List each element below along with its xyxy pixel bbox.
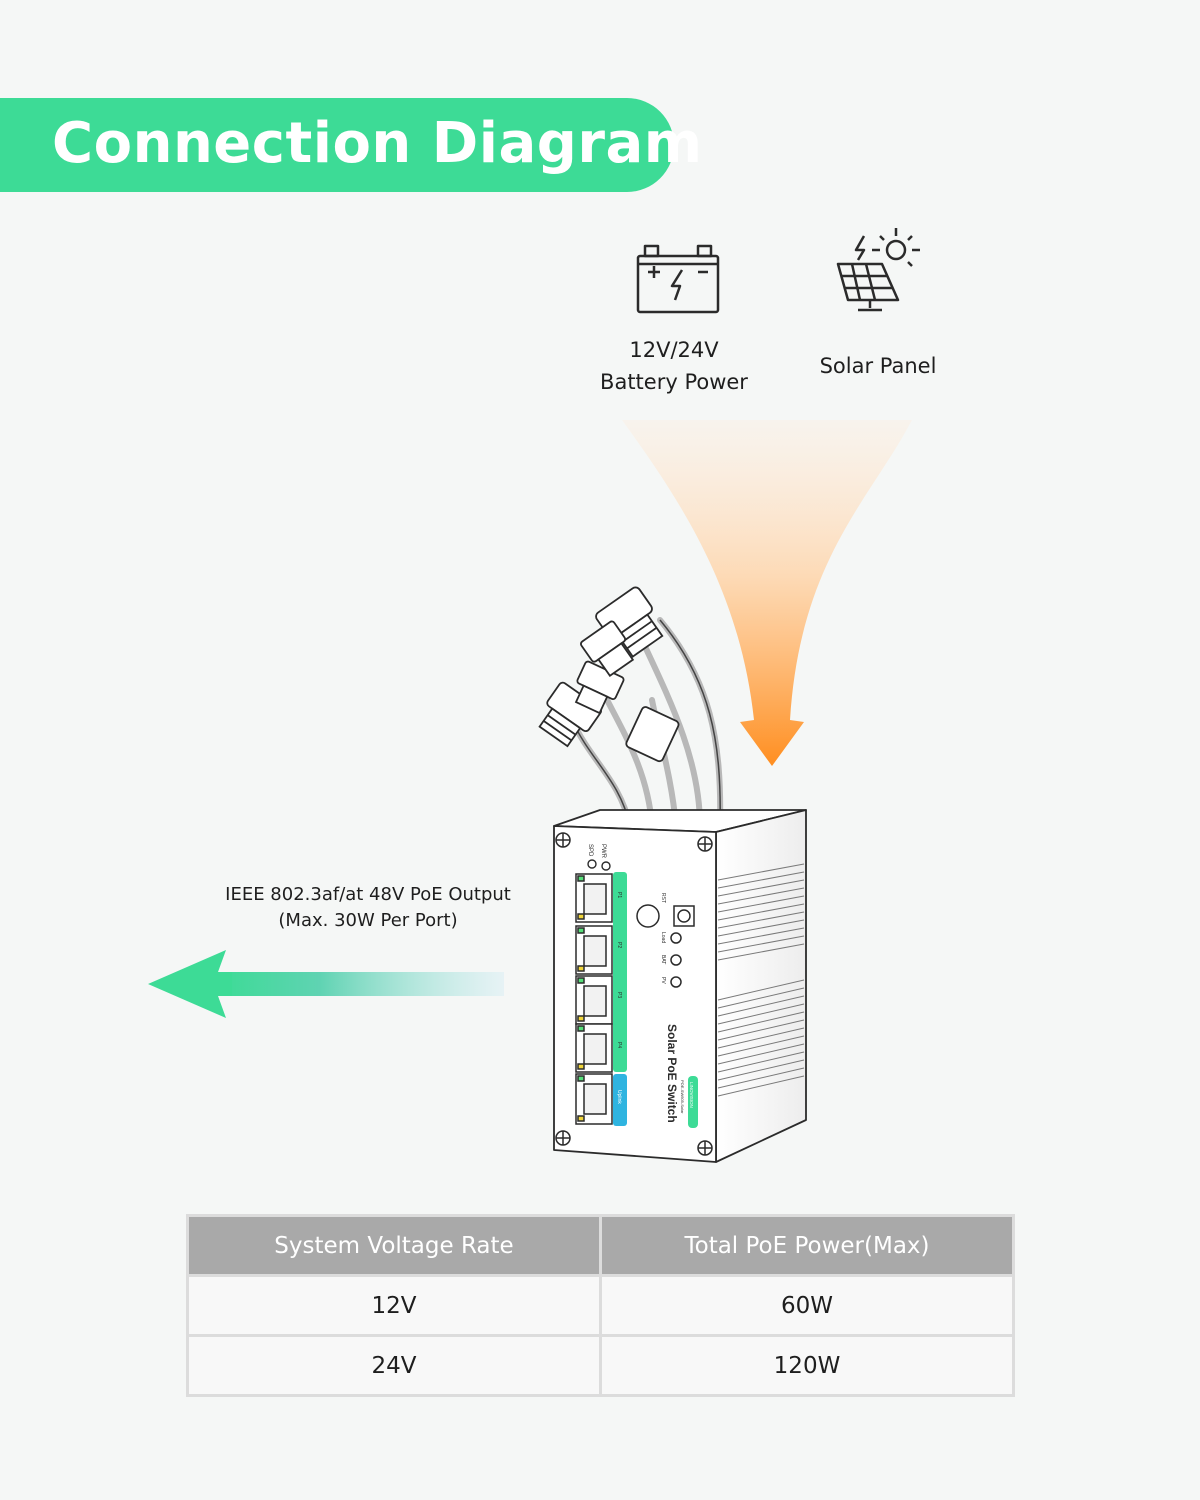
battery-power-label: 12V/24V Battery Power <box>574 334 774 398</box>
poe-output-label: IEEE 802.3af/at 48V PoE Output (Max. 30W… <box>208 882 528 934</box>
table-header-row: System Voltage Rate Total PoE Power(Max) <box>186 1214 1015 1277</box>
solar-poe-switch-device <box>553 809 807 1163</box>
indicator-spd: SPD <box>587 844 593 857</box>
cable-connectors <box>538 586 680 763</box>
device-name: Solar PoE Switch <box>665 1024 679 1123</box>
battery-voltage: 12V/24V <box>629 338 719 362</box>
port-p2: P2 <box>616 942 622 948</box>
reset-label: RST <box>660 893 666 903</box>
poe-port-strip <box>613 872 627 1072</box>
brand-badge <box>688 1076 698 1128</box>
power-input-arrow <box>622 420 912 766</box>
title-banner: Connection Diagram <box>0 98 702 192</box>
led-pv: PV <box>660 977 666 984</box>
power-spec-table: System Voltage Rate Total PoE Power(Max)… <box>186 1214 1015 1397</box>
port-p3: P3 <box>616 992 622 998</box>
led-load: Load <box>660 932 666 943</box>
battery-icon <box>636 244 720 314</box>
uplink-port-strip <box>613 1074 627 1126</box>
port-p4: P4 <box>616 1042 622 1048</box>
port-uplink: Uplink <box>616 1090 622 1104</box>
battery-text: Battery Power <box>600 370 748 394</box>
device-model: POE-SW605-Solar <box>680 1080 685 1114</box>
poe-output-standard: IEEE 802.3af/at 48V PoE Output <box>225 884 511 905</box>
cell-power: 120W <box>599 1334 1015 1397</box>
ethernet-ports <box>575 873 613 1125</box>
table-row: 12V 60W <box>186 1274 1015 1337</box>
cell-voltage: 12V <box>186 1274 602 1337</box>
solar-panel-label: Solar Panel <box>819 354 937 378</box>
indicator-pwr: PWR <box>600 844 606 859</box>
port-p1: P1 <box>616 892 622 898</box>
header-voltage: System Voltage Rate <box>186 1214 602 1277</box>
brand-label: LINOVISION <box>689 1082 694 1108</box>
page-title: Connection Diagram <box>52 111 703 176</box>
header-poe-power: Total PoE Power(Max) <box>599 1214 1015 1277</box>
led-bat: BAT <box>660 955 666 964</box>
solar-panel-icon <box>836 228 920 312</box>
table-row: 24V 120W <box>186 1334 1015 1397</box>
poe-output-arrow <box>148 950 504 1018</box>
poe-output-max: (Max. 30W Per Port) <box>278 910 458 931</box>
cell-power: 60W <box>599 1274 1015 1337</box>
cell-voltage: 24V <box>186 1334 602 1397</box>
